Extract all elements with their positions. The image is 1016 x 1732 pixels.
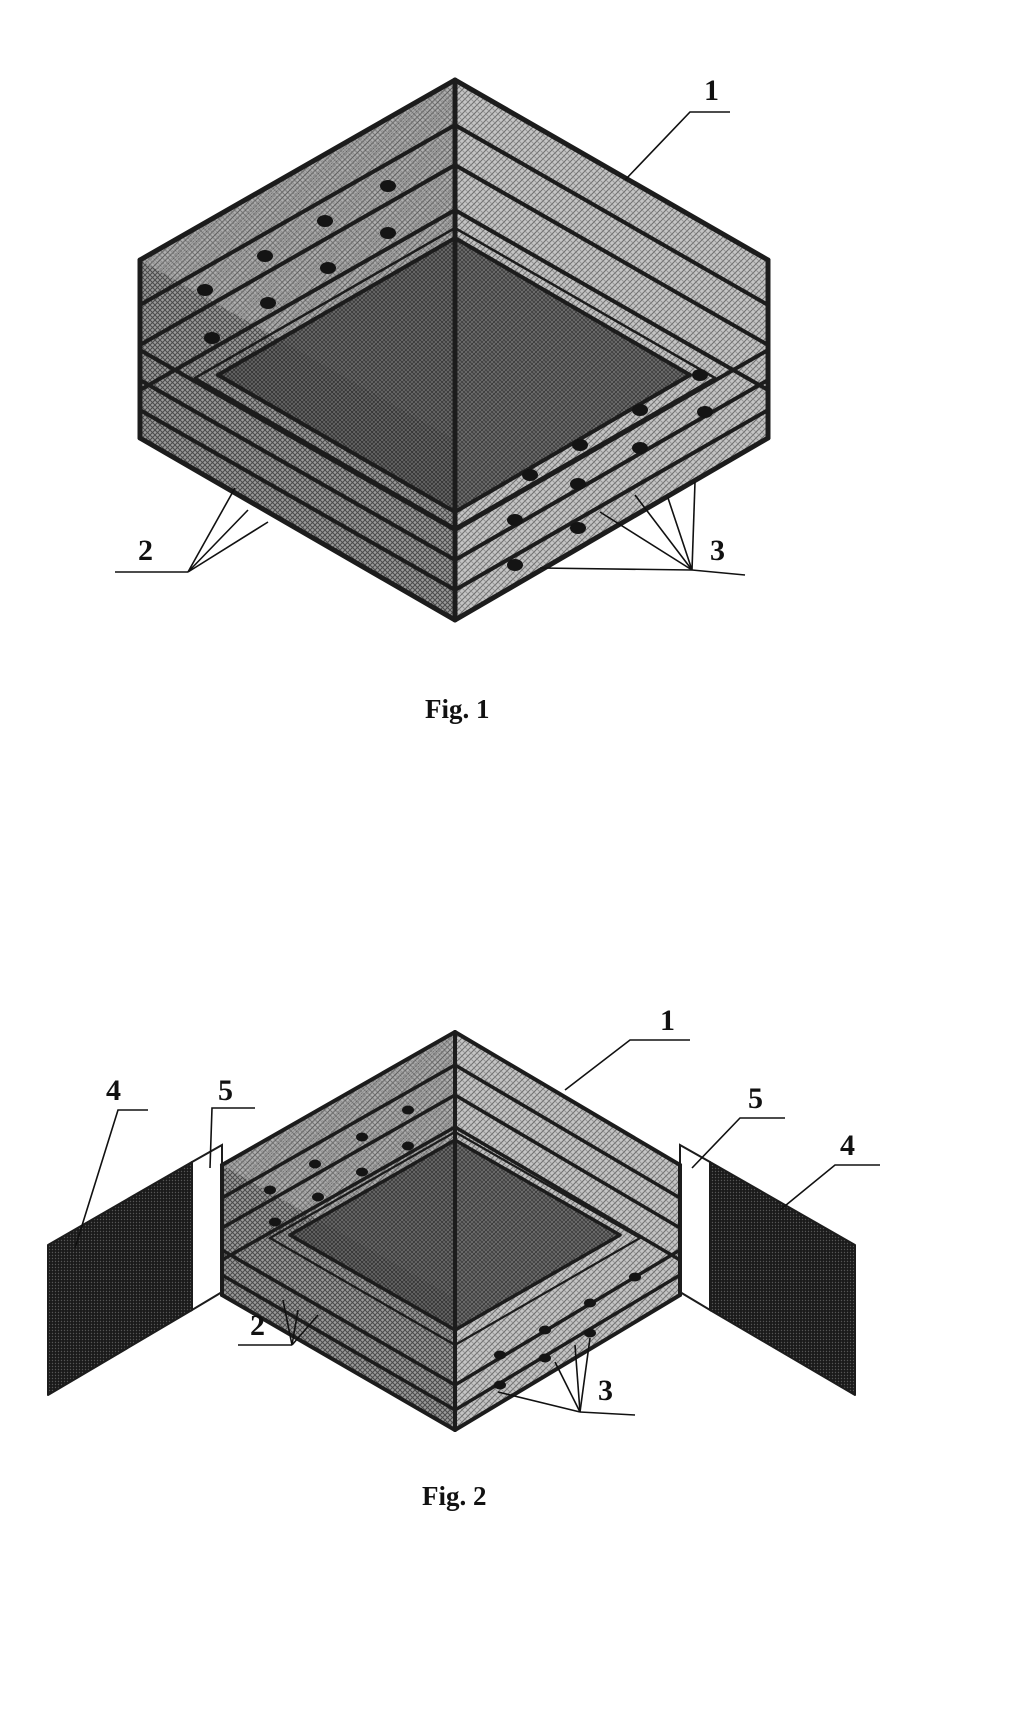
callout-label-1: 1 xyxy=(660,1004,675,1037)
callout-2-fig2: 2 xyxy=(238,1299,319,1346)
figure-1: 1 2 3 Fig. 1 xyxy=(115,74,771,724)
callout-label-4: 4 xyxy=(840,1129,855,1162)
mesh-layer-bands xyxy=(138,123,770,592)
callout-1-fig1: 1 xyxy=(624,74,730,181)
callout-label-2: 2 xyxy=(138,534,153,567)
callout-label-5: 5 xyxy=(748,1082,763,1115)
callout-4-left: 4 xyxy=(74,1074,148,1249)
callout-4-right: 4 xyxy=(779,1129,880,1211)
callout-3-fig1: 3 xyxy=(539,481,746,576)
callout-label-5: 5 xyxy=(218,1074,233,1107)
figure-2: 1 4 5 5 4 2 xyxy=(47,1004,880,1511)
box2-outer-edges xyxy=(220,1030,682,1432)
callout-label-3: 3 xyxy=(710,534,725,567)
callout-label-3: 3 xyxy=(598,1374,613,1407)
bead-rows xyxy=(197,180,713,571)
left-panel xyxy=(48,1162,192,1395)
box2-layer-bands xyxy=(220,1063,682,1412)
callout-label-1: 1 xyxy=(704,74,719,107)
inner-frame xyxy=(193,226,717,530)
panel-outlines xyxy=(47,1161,856,1396)
box2-bead-rows xyxy=(264,1105,641,1390)
callout-5-right: 5 xyxy=(691,1082,785,1169)
callout-label-4: 4 xyxy=(106,1074,121,1107)
right-connector xyxy=(679,1143,711,1312)
box2-inner-frame xyxy=(268,1130,642,1347)
callout-1-fig2: 1 xyxy=(564,1004,690,1091)
callout-3-fig2: 3 xyxy=(497,1337,636,1416)
callout-5-left: 5 xyxy=(209,1074,255,1169)
figure-1-caption: Fig. 1 xyxy=(425,694,490,724)
figure-2-caption: Fig. 2 xyxy=(422,1481,487,1511)
callout-label-2: 2 xyxy=(250,1309,265,1342)
left-connector xyxy=(191,1143,223,1312)
right-panel xyxy=(710,1162,855,1395)
callout-2-fig1: 2 xyxy=(115,487,269,573)
